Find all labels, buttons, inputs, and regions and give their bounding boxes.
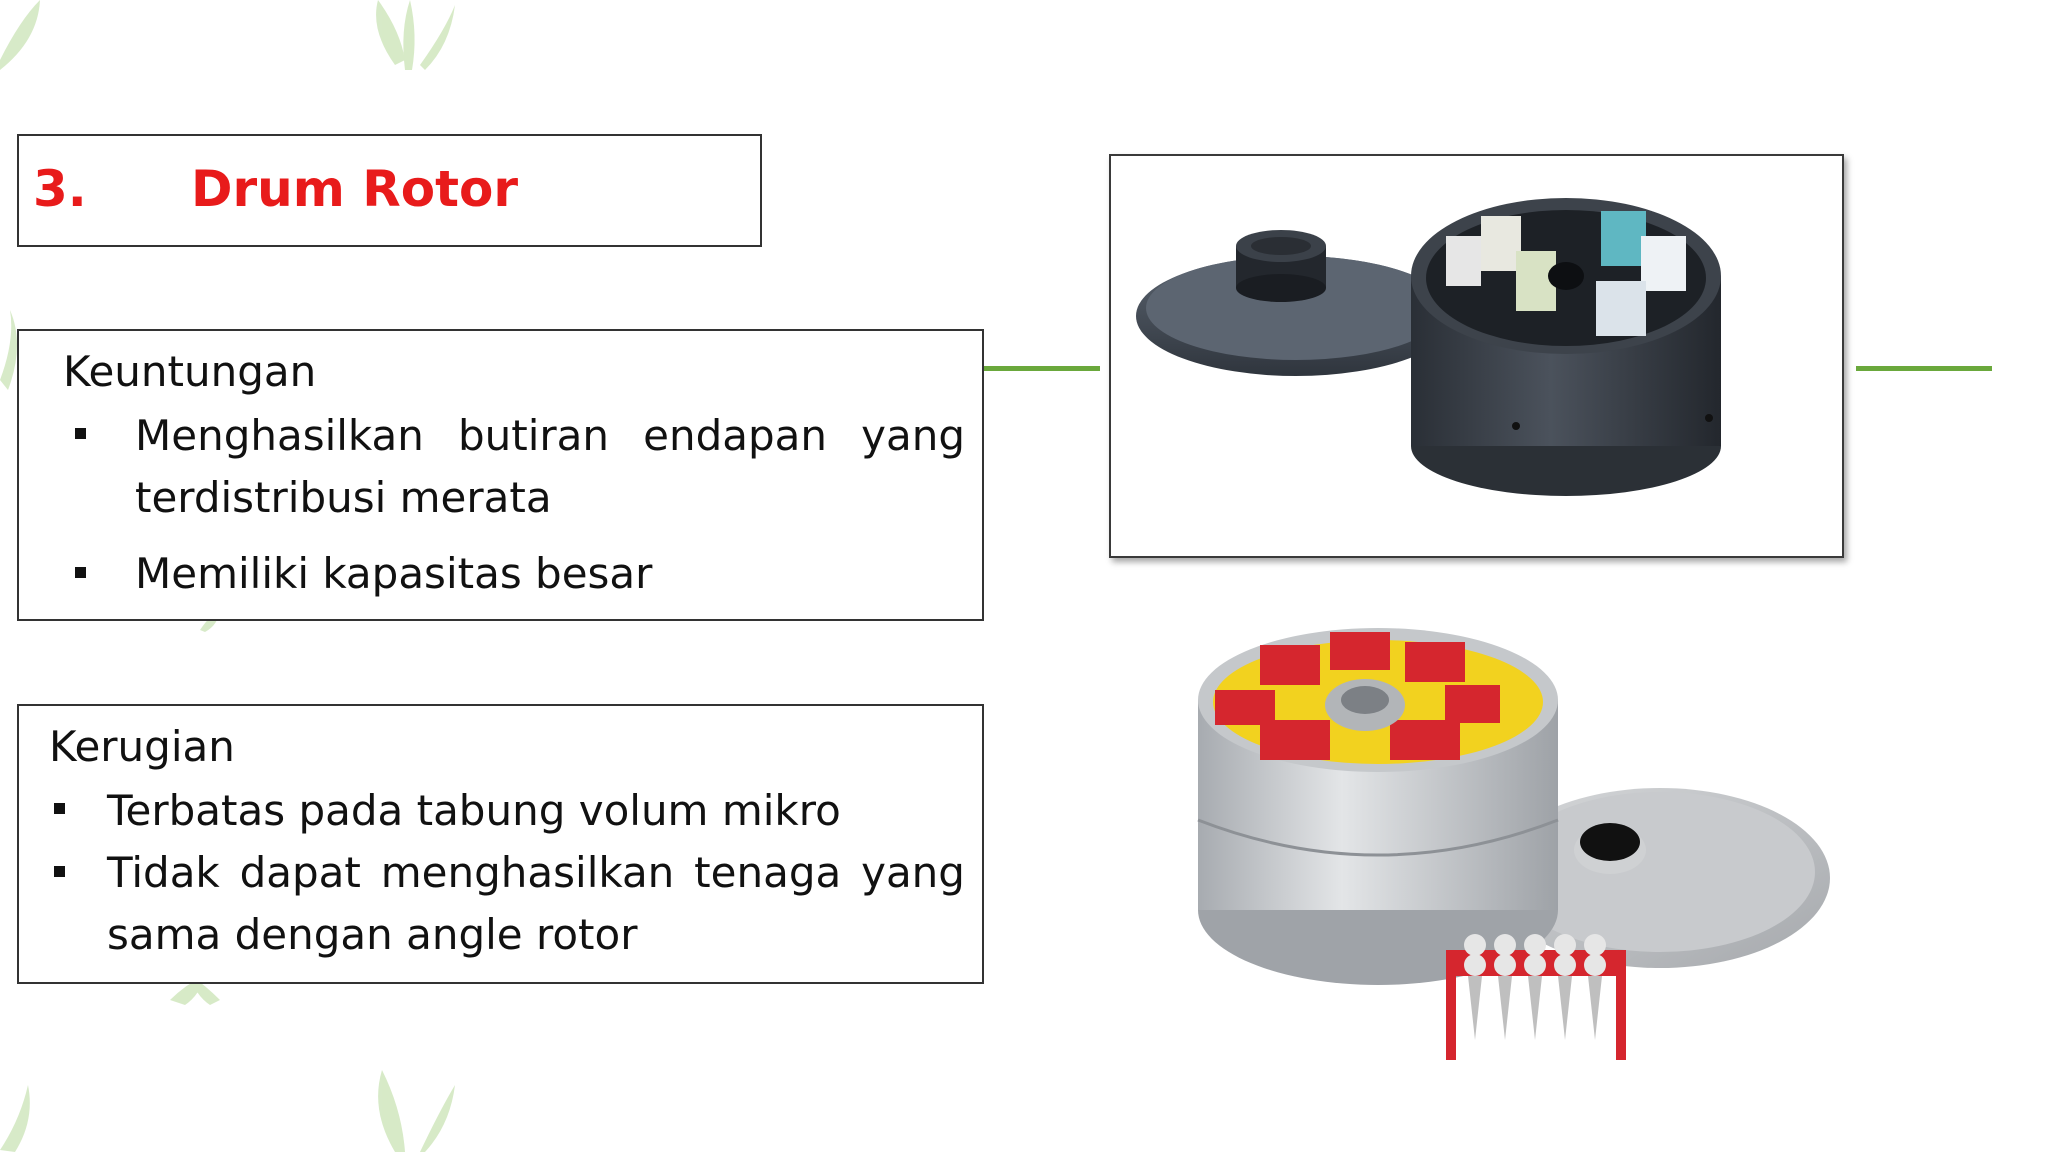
advantage-item-1: Menghasilkan butiran endapan yang terdis… [135, 405, 965, 529]
disadvantages-box: Kerugian Terbatas pada tabung volum mikr… [17, 704, 984, 984]
bullet-icon [54, 866, 65, 877]
section-title: Drum Rotor [191, 160, 519, 218]
bullet-icon [75, 567, 86, 578]
word: menghasilkan [380, 848, 675, 897]
disadvantages-heading: Kerugian [49, 722, 235, 771]
disadvantage-item-1: Terbatas pada tabung volum mikro [107, 786, 841, 835]
leaf-decoration [420, 1085, 455, 1152]
leaf-decoration [0, 0, 40, 70]
word: yang [861, 848, 965, 897]
dark-drum-rotor-image [1136, 198, 1721, 496]
section-number: 3. [33, 160, 87, 218]
word: tenaga [694, 848, 842, 897]
disadvantage-item-2-line-2: sama dengan angle rotor [107, 910, 638, 959]
disadvantage-item-2: Tidak dapat menghasilkan tenaga yang sam… [107, 842, 965, 966]
rotor-center-hub [1548, 262, 1584, 290]
word: Menghasilkan [135, 411, 424, 460]
leaf-decoration [403, 0, 415, 70]
word: Tidak [107, 848, 220, 897]
word: endapan [643, 411, 828, 460]
leaf-decoration [0, 310, 18, 390]
leaf-decoration [0, 1085, 30, 1152]
advantages-box: Keuntungan Menghasilkan butiran endapan … [17, 329, 984, 621]
silver-lid-knob [1580, 823, 1640, 861]
advantages-heading: Keuntungan [63, 347, 317, 396]
drum-rotor-photo-frame [1109, 154, 1844, 558]
word: butiran [457, 411, 610, 460]
connector-line-right [1856, 366, 1992, 371]
leaf-decoration [376, 0, 405, 65]
advantage-item-1-line-1: Menghasilkan butiran endapan yang [135, 405, 965, 467]
bullet-icon [75, 428, 86, 439]
title-box: 3. Drum Rotor [17, 134, 762, 247]
advantage-item-1-line-2: terdistribusi merata [135, 473, 552, 522]
bullet-icon [54, 803, 65, 814]
connector-line-left [984, 366, 1100, 371]
disadvantage-item-2-line-1: Tidak dapat menghasilkan tenaga yang [107, 842, 965, 904]
word: dapat [239, 848, 361, 897]
advantage-item-2: Memiliki kapasitas besar [135, 549, 653, 598]
silver-drum-rotor-image [1197, 628, 1830, 1060]
leaf-decoration [378, 1070, 405, 1152]
word: yang [861, 411, 965, 460]
leaf-decoration [420, 5, 455, 70]
